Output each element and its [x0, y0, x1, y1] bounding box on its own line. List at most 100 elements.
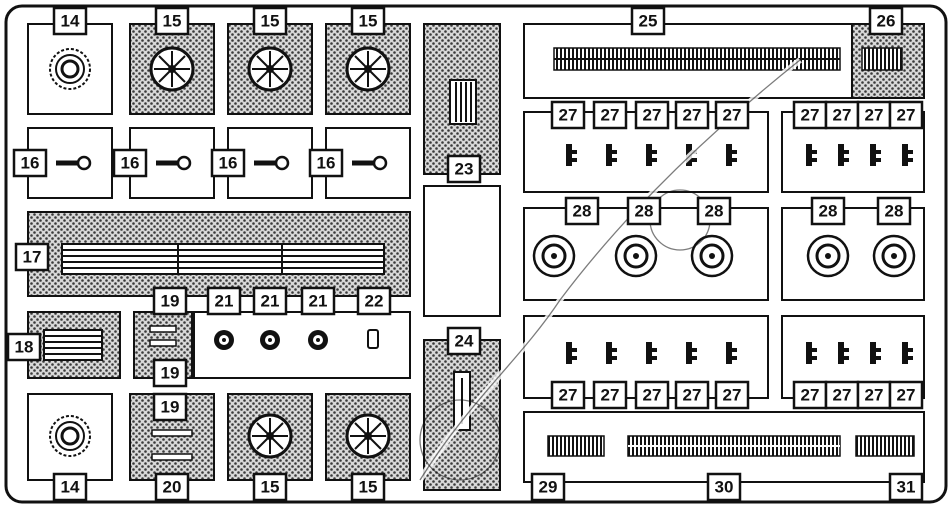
label-19-b: 19 — [152, 358, 188, 388]
svg-text:15: 15 — [261, 478, 280, 497]
svg-text:27: 27 — [723, 106, 742, 125]
svg-text:27: 27 — [865, 386, 884, 405]
svg-text:27: 27 — [559, 386, 578, 405]
label-23: 23 — [446, 154, 482, 184]
svg-text:27: 27 — [643, 386, 662, 405]
svg-text:16: 16 — [21, 154, 40, 173]
label-14-b: 14 — [52, 472, 88, 502]
blank-panel — [423, 185, 501, 317]
svg-text:27: 27 — [723, 386, 742, 405]
svg-text:19: 19 — [161, 364, 180, 383]
svg-text:17: 17 — [23, 248, 42, 267]
label-21-c: 21 — [300, 286, 336, 316]
label-27-f: 27 — [792, 100, 828, 130]
label-31: 31 — [888, 472, 924, 502]
svg-text:15: 15 — [163, 12, 182, 31]
part-23 — [423, 23, 501, 175]
svg-text:28: 28 — [885, 202, 904, 221]
svg-text:14: 14 — [61, 12, 80, 31]
part-15-top-c — [325, 23, 411, 115]
svg-text:18: 18 — [15, 338, 34, 357]
label-20: 20 — [154, 472, 190, 502]
part-14-bottom — [27, 393, 113, 481]
part-17 — [27, 211, 411, 297]
svg-text:15: 15 — [359, 478, 378, 497]
label-27-b: 27 — [592, 100, 628, 130]
svg-text:27: 27 — [801, 106, 820, 125]
svg-text:16: 16 — [121, 154, 140, 173]
label-27-n: 27 — [714, 380, 750, 410]
svg-text:30: 30 — [715, 478, 734, 497]
label-27-j: 27 — [550, 380, 586, 410]
svg-text:27: 27 — [683, 386, 702, 405]
label-18: 18 — [6, 332, 42, 362]
label-27-g: 27 — [824, 100, 860, 130]
svg-text:26: 26 — [877, 12, 896, 31]
svg-text:21: 21 — [261, 292, 280, 311]
svg-text:28: 28 — [819, 202, 838, 221]
label-15-b: 15 — [252, 6, 288, 36]
svg-text:21: 21 — [309, 292, 328, 311]
part-26 — [851, 23, 925, 99]
svg-text:15: 15 — [261, 12, 280, 31]
svg-text:27: 27 — [559, 106, 578, 125]
svg-text:27: 27 — [833, 106, 852, 125]
svg-text:29: 29 — [539, 478, 558, 497]
label-27-q: 27 — [856, 380, 892, 410]
label-25: 25 — [630, 6, 666, 36]
label-15-c: 15 — [350, 6, 386, 36]
svg-text:20: 20 — [163, 478, 182, 497]
part-15-bottom-a — [227, 393, 313, 481]
label-15-e: 15 — [350, 472, 386, 502]
part-15-top-a — [129, 23, 215, 115]
label-28-e: 28 — [876, 196, 912, 226]
label-29: 29 — [530, 472, 566, 502]
part-14-top — [27, 23, 113, 115]
label-30: 30 — [706, 472, 742, 502]
label-28-a: 28 — [564, 196, 600, 226]
label-27-d: 27 — [674, 100, 710, 130]
part-15-bottom-b — [325, 393, 411, 481]
part-29-30-31-panel — [523, 411, 925, 483]
label-27-k: 27 — [592, 380, 628, 410]
label-14-a: 14 — [52, 6, 88, 36]
part-21-22-panel — [193, 311, 411, 379]
label-27-o: 27 — [792, 380, 828, 410]
label-28-d: 28 — [810, 196, 846, 226]
label-15-d: 15 — [252, 472, 288, 502]
label-27-e: 27 — [714, 100, 750, 130]
svg-text:15: 15 — [359, 12, 378, 31]
label-15-a: 15 — [154, 6, 190, 36]
label-24: 24 — [446, 326, 482, 356]
svg-text:27: 27 — [601, 106, 620, 125]
part-18 — [27, 311, 121, 379]
label-27-i: 27 — [888, 100, 924, 130]
svg-text:27: 27 — [683, 106, 702, 125]
svg-text:27: 27 — [865, 106, 884, 125]
svg-text:27: 27 — [643, 106, 662, 125]
label-26: 26 — [868, 6, 904, 36]
svg-text:28: 28 — [705, 202, 724, 221]
svg-text:27: 27 — [897, 106, 916, 125]
label-27-h: 27 — [856, 100, 892, 130]
svg-text:27: 27 — [897, 386, 916, 405]
label-16-b: 16 — [112, 148, 148, 178]
svg-text:19: 19 — [161, 292, 180, 311]
label-27-r: 27 — [888, 380, 924, 410]
label-22: 22 — [356, 286, 392, 316]
svg-text:14: 14 — [61, 478, 80, 497]
svg-text:16: 16 — [317, 154, 336, 173]
label-28-b: 28 — [626, 196, 662, 226]
svg-text:28: 28 — [573, 202, 592, 221]
svg-text:31: 31 — [897, 478, 916, 497]
label-27-l: 27 — [634, 380, 670, 410]
label-27-c: 27 — [634, 100, 670, 130]
label-19-c: 19 — [152, 392, 188, 422]
label-19-a: 19 — [152, 286, 188, 316]
label-16-d: 16 — [308, 148, 344, 178]
part-15-top-b — [227, 23, 313, 115]
svg-text:22: 22 — [365, 292, 384, 311]
svg-text:19: 19 — [161, 398, 180, 417]
label-16-a: 16 — [12, 148, 48, 178]
